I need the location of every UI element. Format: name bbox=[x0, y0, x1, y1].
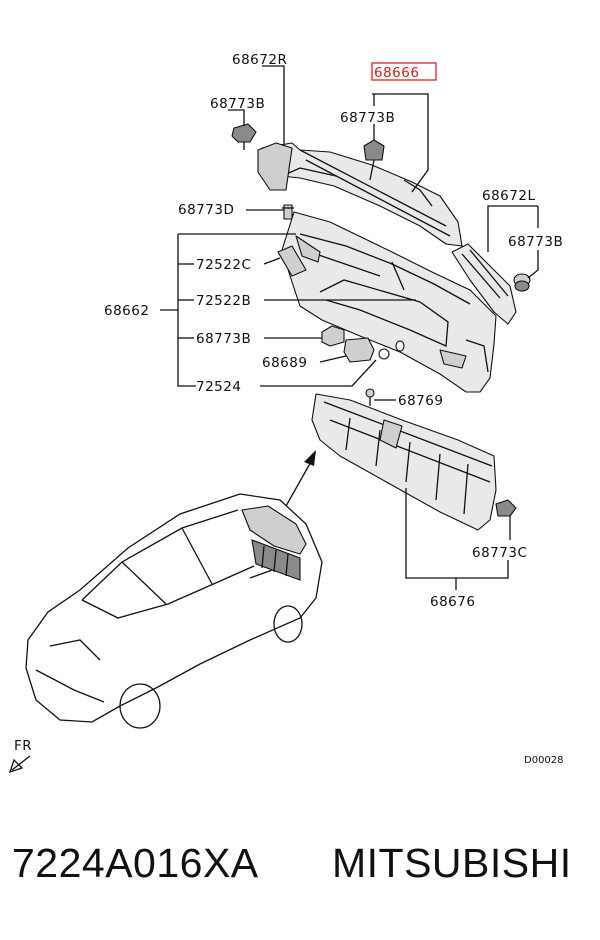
brand-name: MITSUBISHI bbox=[332, 840, 572, 886]
lower-trim-68676 bbox=[311, 393, 497, 531]
label-72524: 72524 bbox=[196, 379, 241, 395]
front-direction-indicator: FR bbox=[8, 738, 32, 774]
label-68773d: 68773D bbox=[178, 202, 234, 218]
label-72522b: 72522B bbox=[196, 293, 251, 309]
side-trim-68672l bbox=[451, 243, 517, 325]
screw-68773d bbox=[282, 204, 294, 220]
label-68773b-upper-left: 68773B bbox=[210, 96, 265, 112]
label-68773b-center: 68773B bbox=[340, 110, 395, 126]
part-number: 7224A016XA bbox=[12, 840, 259, 886]
fr-label: FR bbox=[14, 738, 32, 754]
clip-68773b-upper-left bbox=[231, 123, 257, 150]
pad-72522c bbox=[277, 245, 307, 277]
label-68689: 68689 bbox=[262, 355, 307, 371]
label-68672r: 68672R bbox=[232, 52, 287, 68]
screw-68769 bbox=[365, 388, 375, 406]
diagram-code: D00028 bbox=[524, 755, 564, 766]
label-68662: 68662 bbox=[104, 303, 149, 319]
vehicle-outline bbox=[25, 493, 323, 729]
liftgate-trim-68662 bbox=[281, 211, 497, 393]
upper-trim-panel bbox=[257, 142, 463, 247]
clip-68773c bbox=[495, 499, 517, 517]
label-68773b-right: 68773B bbox=[508, 234, 563, 250]
label-68672l: 68672L bbox=[482, 188, 535, 204]
clip-68773b-right bbox=[513, 273, 531, 292]
footer: 7224A016XA MITSUBISHI bbox=[0, 830, 600, 910]
clip-68773b-center bbox=[363, 139, 385, 181]
handle-68689 bbox=[343, 337, 405, 363]
leader-lines bbox=[160, 65, 539, 590]
direction-arrow bbox=[285, 450, 316, 507]
label-68666: 68666 bbox=[374, 65, 419, 81]
clip-68773b-lower-left bbox=[321, 325, 345, 347]
label-72522c: 72522C bbox=[196, 257, 251, 273]
label-68676: 68676 bbox=[430, 594, 475, 610]
label-68773c: 68773C bbox=[472, 545, 527, 561]
label-68773b-lower: 68773B bbox=[196, 331, 251, 347]
diagram-svg: FR bbox=[8, 52, 564, 774]
highlight-box-68666 bbox=[371, 62, 437, 81]
label-68769: 68769 bbox=[398, 393, 443, 409]
